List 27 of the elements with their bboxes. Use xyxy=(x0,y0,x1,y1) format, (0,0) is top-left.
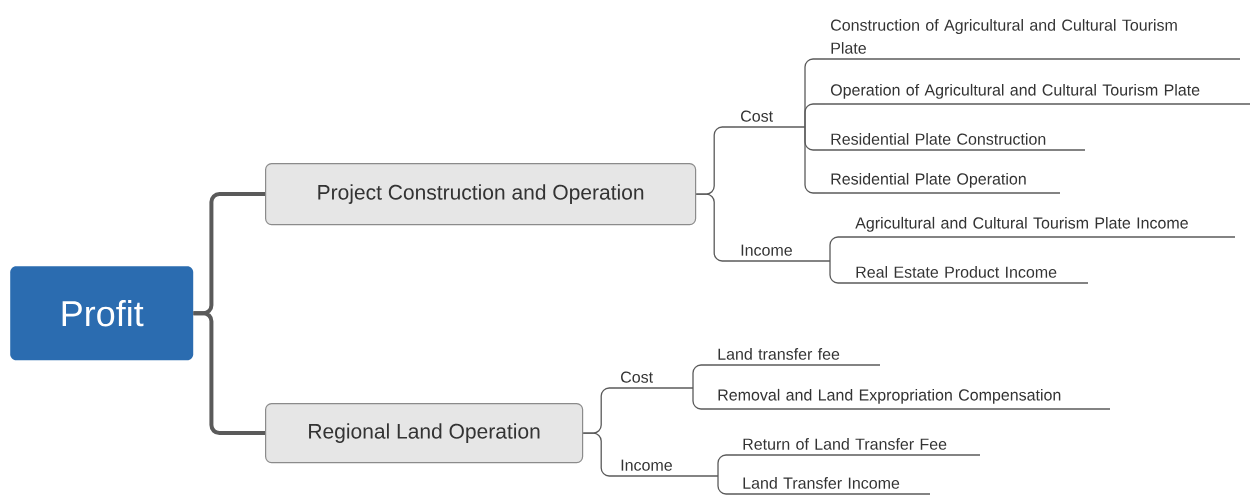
subtopic-label: Residential Plate Operation xyxy=(824,172,1061,194)
subtopic-label: Removal and Land Expropriation Compensation xyxy=(711,388,1111,410)
root-box: Profit xyxy=(10,266,194,361)
subtopic-label: Residential Plate Construction xyxy=(824,133,1086,151)
subtopic-label: Cost xyxy=(734,110,806,128)
branch-line xyxy=(804,126,826,194)
subtopic-label: Return of Land Transfer Fee xyxy=(736,438,981,456)
subtopic-label: Construction of Agricultural and Cultural Tourism Plate xyxy=(824,19,1241,60)
subtopic-label: Land transfer fee xyxy=(711,348,881,366)
subtopic-label: Agricultural and Cultural Tourism Plate Income xyxy=(849,216,1236,238)
subtopic-label: Cost xyxy=(614,371,694,389)
branch-line xyxy=(717,454,738,477)
branch-line xyxy=(692,364,713,389)
subtopic-label: Operation of Agricultural and Cultural Tourism Plate xyxy=(824,83,1251,105)
subtopic-label: Land Transfer Income xyxy=(736,477,931,495)
branch-line xyxy=(804,103,826,128)
topic-box: Project Construction and Operation xyxy=(265,163,697,226)
branch-line xyxy=(829,236,851,262)
branch-line xyxy=(717,475,738,495)
topic-box: Regional Land Operation xyxy=(265,403,584,464)
subtopic-label: Real Estate Product Income xyxy=(849,266,1089,284)
subtopic-label: Income xyxy=(614,459,719,477)
branch-line xyxy=(829,260,851,284)
branch-line xyxy=(695,193,736,262)
branch-line xyxy=(193,311,265,436)
branch-line xyxy=(692,387,713,410)
subtopic-label: Income xyxy=(734,244,831,262)
